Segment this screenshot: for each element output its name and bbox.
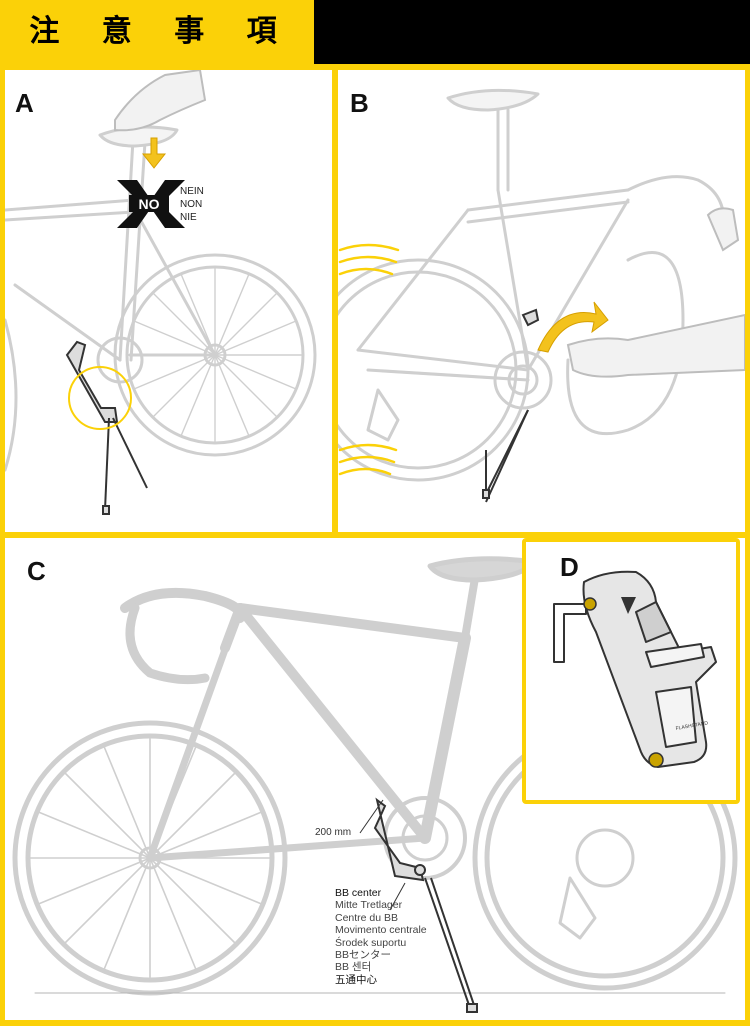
- panel-b-illustration: [338, 70, 745, 532]
- panel-c-letter: C: [27, 556, 46, 587]
- panel-a-letter: A: [15, 88, 34, 119]
- header-black-block: [314, 0, 750, 64]
- bb-label-de: Mitte Tretlager: [335, 899, 427, 911]
- bb-label-ja: BBセンター: [335, 949, 427, 961]
- bb-label-it: Movimento centrale: [335, 924, 427, 936]
- panel-b-letter: B: [350, 88, 369, 119]
- no-word-de: NEIN: [180, 185, 204, 198]
- panel-b: B: [338, 70, 745, 532]
- panel-d: FLASHSTAND D: [522, 538, 740, 804]
- bb-label-pl: Środek suportu: [335, 937, 427, 949]
- bb-label-zh: 五通中心: [335, 974, 427, 986]
- panel-a: NO A NEIN NON NIE: [5, 70, 332, 532]
- no-badge-text: NO: [139, 196, 160, 212]
- dimension-label: 200 mm: [315, 827, 351, 838]
- hex-key-icon: [554, 604, 586, 662]
- bb-center-labels: BB center Mitte Tretlager Centre du BB M…: [335, 887, 427, 986]
- no-word-fr: NON: [180, 198, 204, 211]
- bb-label-ko: BB 센터: [335, 961, 427, 973]
- bb-label-en: BB center: [335, 887, 427, 899]
- bb-label-fr: Centre du BB: [335, 912, 427, 924]
- no-words: NEIN NON NIE: [180, 185, 204, 224]
- panel-d-letter: D: [560, 552, 579, 583]
- no-word-pl: NIE: [180, 211, 204, 224]
- panel-d-illustration: FLASHSTAND: [526, 542, 736, 800]
- header-bar: 注 意 事 項: [0, 0, 750, 64]
- panel-a-illustration: NO: [5, 70, 332, 532]
- page-title: 注 意 事 項: [0, 0, 314, 64]
